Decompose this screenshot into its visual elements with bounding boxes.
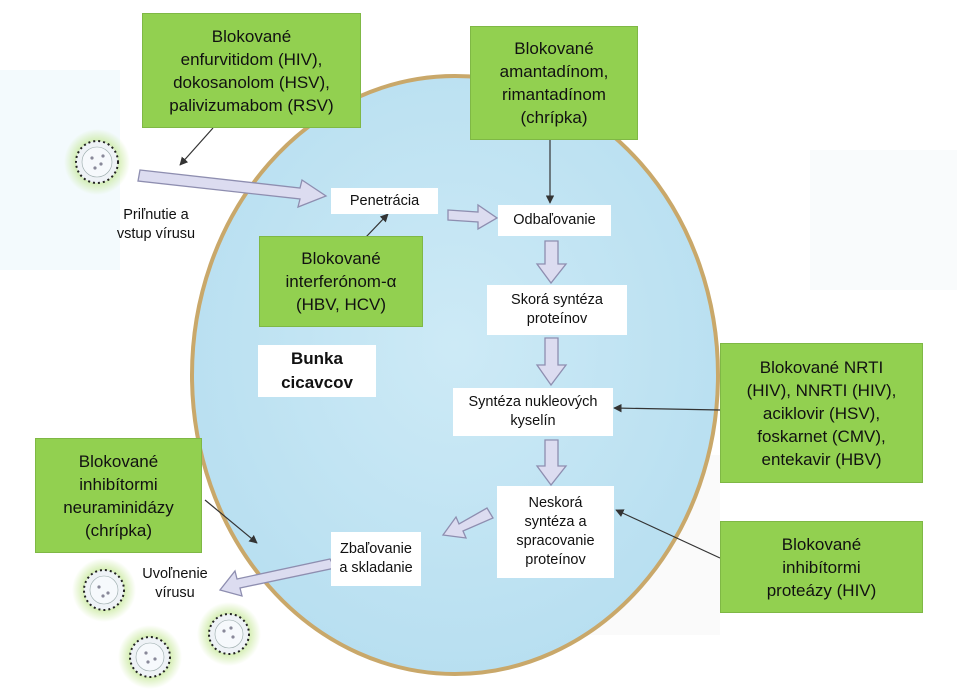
- inhibitor-entry-text: Blokované enfurvitidom (HIV), dokosanolom …: [169, 25, 333, 117]
- text-line: Uvoľnenie: [142, 566, 208, 582]
- text-line: Zbaľovanie: [340, 541, 412, 557]
- step-late-protein-label: Neskorá syntéza a spracovanie proteínov: [497, 486, 614, 578]
- text-line: neuraminidázy: [63, 497, 174, 517]
- arrow-entry: [137, 169, 328, 209]
- step-uncoating-text: Odbaľovanie: [513, 211, 595, 230]
- pointer-interferon: [365, 213, 389, 238]
- virus-particles: [64, 129, 261, 689]
- step-attachment-label: Priľnutie a vstup vírusu: [100, 206, 212, 246]
- step-early-protein-text: Skorá syntéza proteínov: [511, 291, 603, 329]
- text-line: dokosanolom (HSV),: [173, 72, 330, 92]
- text-line: Blokované: [781, 534, 862, 554]
- text-line: Blokované: [301, 249, 381, 268]
- inhibitor-interferon-box: Blokované interferónom-α (HBV, HCV): [259, 236, 423, 327]
- arrow-release: [218, 558, 336, 597]
- inhibitor-nucleic-text: Blokované NRTI (HIV), NNRTI (HIV), aciklov…: [747, 356, 897, 471]
- step-nucleic-synthesis-label: Syntéza nukleových kyselín: [453, 388, 613, 436]
- text-line: (chrípka): [520, 108, 588, 127]
- inhibitor-interferon-text: Blokované interferónom-α (HBV, HCV): [286, 247, 397, 316]
- text-line: syntéza a: [524, 514, 587, 530]
- text-line: Syntéza nukleových: [468, 394, 598, 410]
- text-line: Blokované: [211, 26, 292, 46]
- inhibitor-nucleic-box: Blokované NRTI (HIV), NNRTI (HIV), aciklov…: [720, 343, 923, 483]
- text-line: proteínov: [526, 311, 588, 327]
- text-line: Skorá syntéza: [511, 292, 603, 308]
- inhibitor-protease-box: Blokované inhibítormi proteázy (HIV): [720, 521, 923, 613]
- pointer-entry: [179, 127, 214, 166]
- arrow-down-1: [535, 240, 568, 285]
- cell-label: Bunka cicavcov: [258, 345, 376, 397]
- step-attachment-text: Priľnutie a vstup vírusu: [100, 206, 212, 244]
- text-line: Blokované: [514, 39, 594, 58]
- inhibitor-pointers: [179, 127, 721, 559]
- inhibitor-neuraminidase-text: Blokované inhibítormi neuraminidázy (chrípk…: [63, 450, 174, 542]
- inhibitor-protease-text: Blokované inhibítormi proteázy (HIV): [767, 533, 877, 602]
- step-release-label: Uvoľnenie vírusu: [133, 565, 217, 605]
- step-release-text: Uvoľnenie vírusu: [133, 565, 217, 603]
- text-line: (HBV, HCV): [295, 295, 387, 314]
- text-line: amantadínom,: [499, 62, 609, 81]
- text-line: (chrípka): [84, 520, 153, 540]
- inhibitor-uncoating-box: Blokované amantadínom, rimantadínom (chrípk…: [470, 26, 638, 140]
- text-line: aciklovir (HSV),: [762, 403, 881, 423]
- text-line: Blokované NRTI: [759, 357, 884, 377]
- text-line: vstup vírusu: [116, 226, 196, 242]
- text-line: (HIV), NNRTI (HIV),: [746, 380, 897, 400]
- pointer-nucleic: [613, 403, 721, 413]
- step-uncoating-label: Odbaľovanie: [498, 205, 611, 236]
- pointer-neuraminidase: [204, 499, 258, 544]
- text-line: proteínov: [525, 552, 586, 568]
- text-line: a skladanie: [339, 560, 413, 576]
- virus-released-1: [72, 558, 136, 622]
- arrow-down-3: [535, 439, 568, 487]
- step-nucleic-synthesis-text: Syntéza nukleových kyselín: [469, 393, 598, 431]
- text-line: Penetrácia: [349, 192, 420, 209]
- pointer-protease: [615, 509, 721, 559]
- text-line: Neskorá: [528, 495, 583, 511]
- text-line: Blokované: [78, 451, 159, 471]
- step-penetration-label: Penetrácia: [331, 188, 438, 214]
- text-line: Priľnutie a: [123, 207, 189, 223]
- inhibitor-neuraminidase-box: Blokované inhibítormi neuraminidázy (chrípk…: [35, 438, 202, 553]
- virus-released-2: [197, 602, 261, 666]
- text-line: enfurvitidom (HIV),: [180, 49, 323, 69]
- text-line: palivizumabom (RSV): [169, 95, 334, 115]
- text-line: interferónom-α: [285, 272, 397, 291]
- virus-attaching: [64, 129, 130, 195]
- text-line: spracovanie: [516, 533, 595, 549]
- arrow-penetration-to-uncoating: [447, 203, 499, 231]
- text-line: proteázy (HIV): [766, 580, 877, 600]
- text-line: cicavcov: [281, 373, 353, 392]
- text-line: inhibítormi: [79, 474, 158, 494]
- step-assembly-text: Zbaľovanie a skladanie: [339, 540, 412, 578]
- text-line: rimantadínom: [502, 85, 606, 104]
- step-early-protein-label: Skorá syntéza proteínov: [487, 285, 627, 335]
- cell-label-text: Bunka cicavcov: [281, 347, 353, 395]
- step-late-protein-text: Neskorá syntéza a spracovanie proteínov: [516, 494, 594, 570]
- text-line: foskarnet (CMV),: [757, 426, 886, 446]
- arrow-down-2: [535, 337, 568, 387]
- step-assembly-label: Zbaľovanie a skladanie: [331, 532, 421, 586]
- step-penetration-text: Penetrácia: [350, 192, 419, 211]
- text-line: inhibítormi: [782, 557, 861, 577]
- text-line: vírusu: [155, 585, 195, 601]
- inhibitor-entry-box: Blokované enfurvitidom (HIV), dokosanolom …: [142, 13, 361, 128]
- text-line: kyselín: [510, 413, 556, 429]
- virus-released-3: [118, 625, 182, 689]
- process-arrows: [137, 169, 568, 597]
- text-line: Odbaľovanie: [513, 212, 596, 228]
- text-line: entekavir (HBV): [761, 449, 882, 469]
- inhibitor-uncoating-text: Blokované amantadínom, rimantadínom (chrípk…: [500, 37, 609, 129]
- arrow-late-to-assembly: [441, 507, 494, 539]
- text-line: Bunka: [291, 349, 343, 368]
